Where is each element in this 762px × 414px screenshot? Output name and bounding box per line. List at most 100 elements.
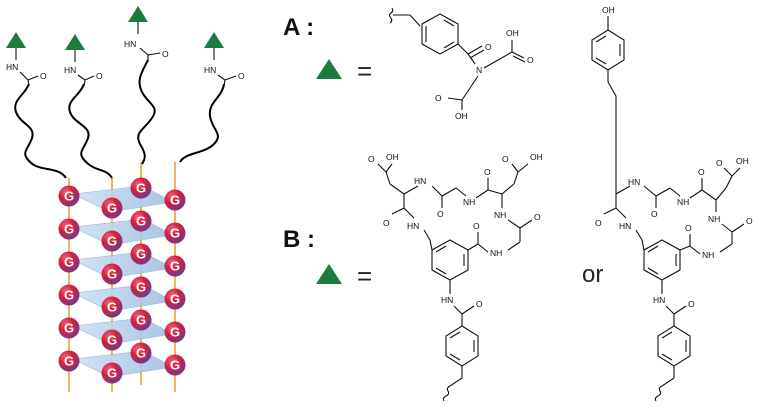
g-monomer-ball	[130, 243, 152, 265]
g-monomer-ball	[164, 354, 186, 376]
stack-plate	[71, 185, 174, 213]
g-monomer-ball	[101, 263, 123, 285]
g-monomer: G	[101, 197, 123, 219]
g-monomer: G	[101, 263, 123, 285]
structure-b1: O OH O OH HN O NH O	[368, 152, 543, 402]
stack-plates	[71, 185, 174, 378]
g-monomer-letter: G	[136, 247, 146, 262]
or-label: or	[582, 261, 603, 288]
triangle-icon	[6, 32, 26, 48]
g-monomer-ball	[164, 288, 186, 310]
g-monomer-letter: G	[170, 226, 180, 241]
g-monomer-ball	[130, 342, 152, 364]
g-monomer-letter: G	[64, 321, 74, 336]
g-monomer: G	[58, 284, 80, 306]
b1-o-lt: O	[368, 154, 375, 164]
stack-plate	[71, 218, 174, 246]
g-monomer-letter: G	[64, 222, 74, 237]
o-label: O	[238, 71, 245, 81]
hn-label: HN	[64, 65, 76, 75]
triangle-icon	[316, 264, 342, 284]
triangle-icon	[204, 32, 224, 48]
panel-a: A : = O N OH O	[283, 7, 534, 121]
g-monomer: G	[58, 350, 80, 372]
g-monomer: G	[130, 177, 152, 199]
b2-o-4: O	[746, 216, 753, 226]
g-monomer-letter: G	[170, 358, 180, 373]
b1-o-bottom: O	[476, 299, 483, 309]
hn-label: HN	[124, 39, 136, 49]
b2-o-3: O	[595, 218, 602, 228]
tether-heads: HN O HN O HN O HN O	[6, 6, 245, 87]
b1-o-4: O	[534, 212, 541, 222]
b1-o-2: O	[484, 167, 491, 177]
g-monomer: G	[164, 321, 186, 343]
b1-hn-1: HN	[414, 176, 426, 186]
b1-nh-2: NH	[494, 210, 506, 220]
b1-o-rt: O	[502, 154, 509, 164]
b2-oh-top: OH	[602, 5, 615, 15]
a-o-carbonyl: O	[485, 42, 492, 52]
b1-o-3: O	[383, 218, 390, 228]
g-monomer: G	[130, 309, 152, 331]
triangle-icon	[316, 59, 342, 79]
g-monomer-letter: G	[136, 214, 146, 229]
g-monomer-ball	[58, 317, 80, 339]
g-monomer-ball	[164, 189, 186, 211]
g-monomer: G	[164, 222, 186, 244]
g-monomer: G	[164, 354, 186, 376]
stack-plate	[71, 251, 174, 279]
hn-label: HN	[6, 62, 18, 72]
b2-oh-rt: OH	[736, 156, 749, 166]
equals-sign: =	[357, 56, 372, 86]
g-monomer-letter: G	[107, 267, 117, 282]
a-o-bottom: O	[435, 93, 442, 103]
g-monomer: G	[130, 210, 152, 232]
g-monomer: G	[58, 218, 80, 240]
a-oh-bottom: OH	[455, 111, 468, 121]
tethers	[14, 59, 225, 179]
b2-nh-3: NH	[702, 250, 714, 260]
a-oh-right: OH	[506, 28, 519, 38]
panel-a-label: A :	[283, 14, 314, 41]
g-monomer-letter: G	[170, 259, 180, 274]
g-monomer: G	[58, 317, 80, 339]
g-monomer-ball	[58, 350, 80, 372]
g-monomer-ball	[58, 251, 80, 273]
g-monomer-letter: G	[107, 201, 117, 216]
b2-o-bottom: O	[688, 299, 695, 309]
b2-o-1: O	[651, 209, 658, 219]
g-monomer-ball	[130, 309, 152, 331]
g-monomer-ball	[58, 284, 80, 306]
g-monomer-ball	[164, 222, 186, 244]
g-monomer: G	[101, 329, 123, 351]
g-monomer-letter: G	[136, 346, 146, 361]
g-monomer: G	[101, 296, 123, 318]
g-monomer-letter: G	[64, 189, 74, 204]
g-monomer-letter: G	[136, 280, 146, 295]
hn-label: HN	[204, 65, 216, 75]
g-monomer-ball	[58, 218, 80, 240]
b1-o-5: O	[473, 221, 480, 231]
g-monomer: G	[130, 342, 152, 364]
g-monomer-letter: G	[136, 181, 146, 196]
g-monomer-letter: G	[170, 292, 180, 307]
g-monomer-ball	[101, 329, 123, 351]
g-monomer: G	[130, 243, 152, 265]
o-label: O	[40, 71, 47, 81]
b2-nh-1: NH	[677, 197, 689, 207]
b1-hn-2: HN	[407, 221, 419, 231]
g-monomer-letter: G	[170, 193, 180, 208]
equals-sign: =	[357, 261, 372, 291]
g-monomer-ball	[130, 276, 152, 298]
g-monomer-ball	[101, 296, 123, 318]
g-monomer: G	[101, 362, 123, 384]
g-monomer-ball	[164, 321, 186, 343]
stack-plate	[71, 350, 174, 378]
g-monomer-letter: G	[107, 333, 117, 348]
triangle-icon	[128, 6, 148, 22]
b2-o-2: O	[698, 167, 705, 177]
b1-nh-1: NH	[463, 197, 475, 207]
g-monomer: G	[164, 189, 186, 211]
